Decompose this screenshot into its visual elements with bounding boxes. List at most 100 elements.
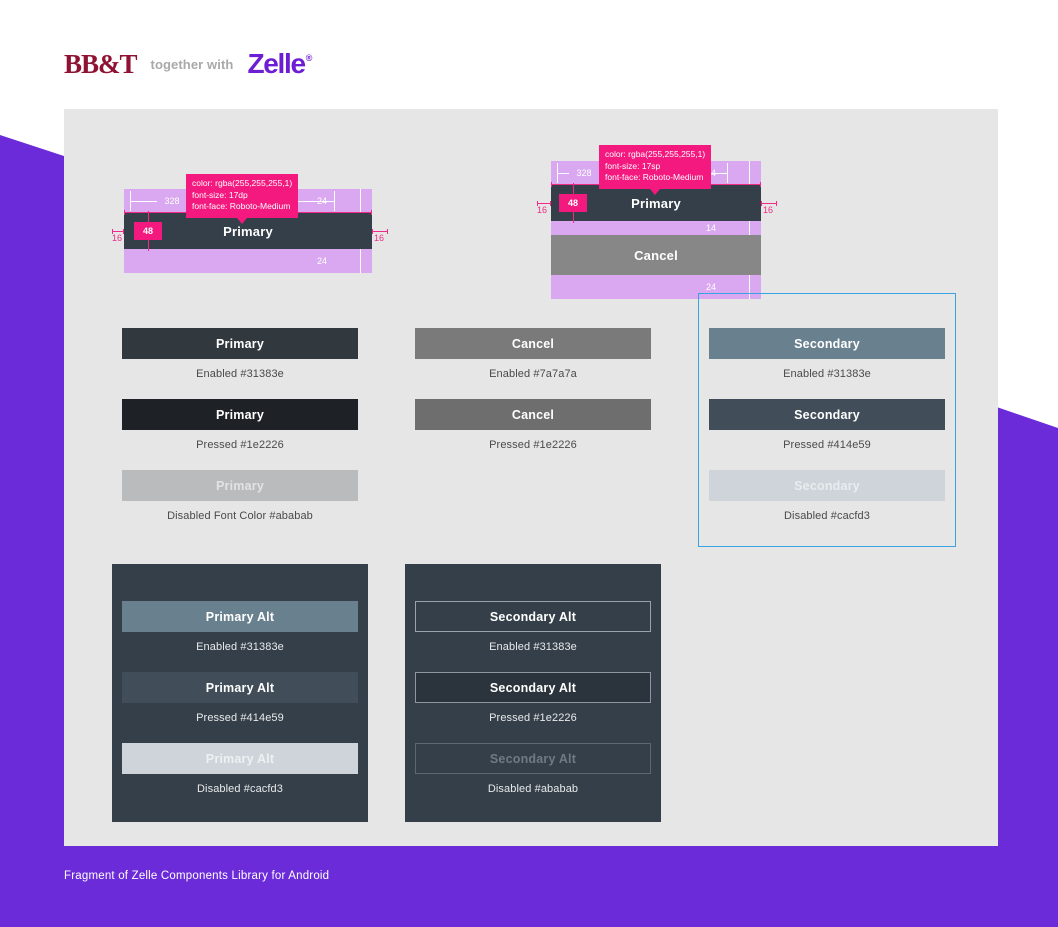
spec2-pad-bottom (551, 275, 737, 299)
spec-button-primary[interactable]: Primary (124, 213, 372, 249)
spec2-callout-typography: color: rgba(255,255,255,1) font-size: 17… (599, 145, 712, 195)
caption-primary-alt-pressed: Pressed #414e59 (196, 712, 284, 724)
button-secondary-enabled[interactable]: Secondary (709, 328, 945, 359)
selection-outline-secondary[interactable] (698, 293, 956, 547)
button-cancel-enabled[interactable]: Cancel (415, 328, 651, 359)
spec2-width-tick-left (557, 163, 558, 183)
spec2-margin-left-arrow (537, 201, 551, 206)
spec-margin-right-arrow (372, 229, 388, 234)
spec-width-tick-right (334, 191, 335, 211)
button-label: Primary Alt (205, 609, 275, 624)
spec2-pad-gap (551, 221, 737, 235)
button-label: Cancel (511, 336, 555, 351)
spec2-pad-bottom-label: 24 (705, 281, 716, 292)
caption-cancel-pressed: Pressed #1e2226 (489, 439, 577, 451)
redline-spec-primary-cancel: Primary Cancel 328 24 14 24 48 16 16 (537, 145, 839, 299)
spec-height-label: 48 (134, 222, 162, 240)
button-primary-alt-pressed[interactable]: Primary Alt (122, 672, 358, 703)
spec2-button-primary-label: Primary (631, 195, 681, 211)
button-secondary-pressed[interactable]: Secondary (709, 399, 945, 430)
button-primary-pressed[interactable]: Primary (122, 399, 358, 430)
zelle-wordmark: Zelle (247, 48, 306, 79)
registered-mark-icon: ® (305, 53, 313, 63)
spec2-height-label: 48 (559, 194, 587, 212)
button-secondary-disabled[interactable]: Secondary (709, 470, 945, 501)
button-primary-disabled[interactable]: Primary (122, 470, 358, 501)
spec2-gap-tick (749, 221, 750, 235)
spec-pad-bottom (124, 249, 348, 273)
caption-secondary-alt-pressed: Pressed #1e2226 (489, 712, 577, 724)
purple-footer-band (0, 846, 1058, 927)
button-label: Secondary (794, 407, 860, 422)
button-primary-alt-enabled[interactable]: Primary Alt (122, 601, 358, 632)
header-tagline: together with (150, 56, 234, 72)
button-primary-enabled[interactable]: Primary (122, 328, 358, 359)
purple-accent-right (988, 404, 1058, 850)
spec2-pad-top-tick (749, 161, 750, 185)
spec2-button-cancel[interactable]: Cancel (551, 235, 761, 275)
button-label: Primary Alt (205, 751, 275, 766)
spec2-margin-right-label: 16 (763, 205, 774, 215)
spec-canvas: Primary 328 24 24 48 16 16 color: rgb (64, 109, 998, 846)
spec2-button-cancel-label: Cancel (634, 247, 678, 263)
caption-primary-alt-disabled: Disabled #cacfd3 (197, 783, 283, 795)
spec-margin-left-label: 16 (112, 233, 123, 243)
spec-button-primary-label: Primary (223, 223, 273, 239)
button-label: Secondary (794, 478, 860, 493)
spec-margin-left-arrow (112, 229, 124, 234)
callout-line-color: color: rgba(255,255,255,1) (192, 178, 293, 188)
callout2-line-font-face: font-face: Roboto-Medium (605, 172, 704, 182)
caption-secondary-pressed: Pressed #414e59 (783, 439, 871, 451)
button-label: Primary Alt (205, 680, 275, 695)
spec2-width-tick-right (727, 163, 728, 183)
spec-pad-bottom-label: 24 (316, 255, 327, 266)
button-label: Primary (216, 478, 264, 493)
callout2-line-font-size: font-size: 17sp (605, 160, 661, 171)
spec-pad-top-label: 24 (316, 195, 327, 206)
brand-header: BB&T together with Zelle® (64, 44, 313, 84)
caption-primary-disabled: Disabled Font Color #ababab (167, 510, 313, 522)
redline-spec-primary: Primary 328 24 24 48 16 16 color: rgb (112, 174, 402, 273)
zelle-logo: Zelle® (247, 48, 313, 79)
footer-caption: Fragment of Zelle Components Library for… (64, 870, 330, 882)
button-label: Secondary Alt (489, 751, 577, 766)
caption-secondary-disabled: Disabled #cacfd3 (784, 510, 870, 522)
callout-line-font-size: font-size: 17dp (192, 189, 248, 200)
spec2-margin-left-label: 16 (537, 205, 548, 215)
button-primary-alt-disabled[interactable]: Primary Alt (122, 743, 358, 774)
spec2-width-label: 328 (569, 166, 599, 180)
spec-width-tick-left (130, 191, 131, 211)
button-secondary-alt-pressed[interactable]: Secondary Alt (415, 672, 651, 703)
button-label: Primary (216, 336, 264, 351)
purple-accent-left (0, 135, 70, 848)
button-secondary-alt-enabled[interactable]: Secondary Alt (415, 601, 651, 632)
button-secondary-alt-disabled[interactable]: Secondary Alt (415, 743, 651, 774)
spec-callout-typography: color: rgba(255,255,255,1) font-size: 17… (186, 174, 299, 224)
button-label: Secondary (794, 336, 860, 351)
button-label: Secondary Alt (489, 609, 577, 624)
caption-primary-pressed: Pressed #1e2226 (196, 439, 284, 451)
button-label: Secondary Alt (489, 680, 577, 695)
callout-pointer-icon (237, 217, 248, 224)
spec-width-label: 328 (157, 194, 187, 208)
spec-pad-bottom-tick (360, 249, 361, 273)
caption-secondary-alt-disabled: Disabled #ababab (487, 783, 579, 795)
spec2-margin-right-arrow (761, 201, 777, 206)
spec2-gap-label: 14 (705, 222, 716, 233)
button-cancel-pressed[interactable]: Cancel (415, 399, 651, 430)
bbt-logo: BB&T (64, 48, 138, 79)
caption-primary-alt-enabled: Enabled #31383e (196, 641, 284, 653)
caption-primary-enabled: Enabled #31383e (196, 368, 284, 380)
spec-margin-right-label: 16 (374, 233, 385, 243)
button-label: Cancel (511, 407, 555, 422)
caption-secondary-alt-enabled: Enabled #31383e (489, 641, 577, 653)
caption-cancel-enabled: Enabled #7a7a7a (489, 368, 577, 380)
callout2-pointer-icon (650, 188, 661, 195)
callout-line-font-face: font-face: Roboto-Medium (192, 201, 291, 211)
button-label: Primary (216, 407, 264, 422)
